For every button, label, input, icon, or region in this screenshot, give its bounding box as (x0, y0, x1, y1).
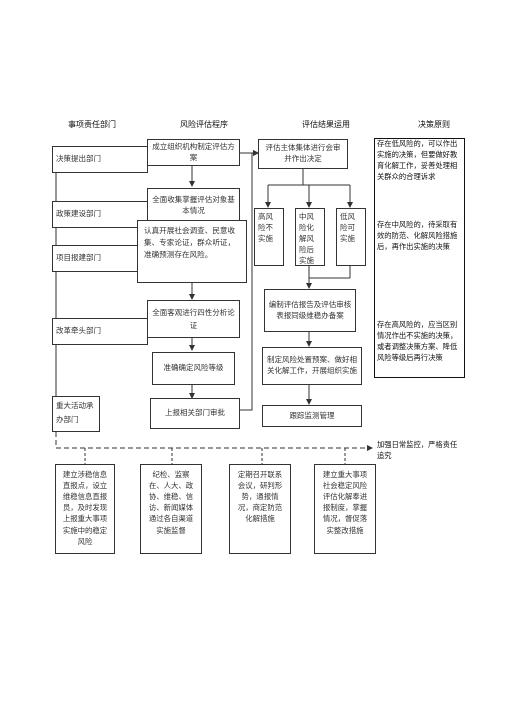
header-departments: 事项责任部门 (68, 120, 116, 129)
result-high-risk: 高风险不实施 (254, 208, 284, 266)
dept-major-event-organizer: 重大活动承办部门 (52, 396, 100, 432)
header-decision-principle: 决策原则 (418, 120, 450, 129)
process-step-survey-and-hearing: 认真开展社会调查、民意收集、专家论证，群众听证，准确预测存在风险。 (137, 220, 247, 283)
principle-frame (374, 138, 465, 378)
dept-decision-proposer: 决策提出部门 (52, 146, 148, 173)
bottom-joint-meetings: 定期召开联系会议，研判形势，通报情况，商定防范化解措施 (229, 464, 291, 554)
dept-project-permit: 项目报建部门 (52, 245, 148, 272)
result-compile-report: 编制评估报告及评估审核表报同级维稳办备案 (264, 289, 356, 332)
process-step-determine-risk-level: 准确确定风险等级 (152, 352, 235, 385)
principle-medium-risk: 存在中风险的，待采取有效的防范、化解风险措施后，再作出实施的决策 (377, 220, 458, 251)
supervision-note: 加强日常监控，严格责任追究 (377, 440, 458, 460)
result-collective-review: 评估主体集体进行会审并作出决定 (258, 139, 348, 169)
process-step-report-approval: 上报相关部门审批 (150, 398, 240, 429)
dept-policy-builder: 政策建设部门 (52, 201, 148, 228)
header-result-application: 评估结果运用 (302, 120, 350, 129)
principle-low-risk: 存在低风险的，可以作出实施的决策，但要做好教育化解工作，妥善处理相关群众的合理诉… (377, 139, 458, 181)
bottom-info-reporting: 建立涉稳信息直报点，设立维稳信息直报员，及时发现上报重大事项实施中的稳定风险 (55, 464, 115, 554)
bottom-follow-up-system: 建立重大事项社会稳定风险评估化解奉进报制度，掌握情况，督促落实整改措施 (314, 464, 376, 554)
dept-reform-lead: 改革牵头部门 (52, 318, 148, 345)
result-medium-risk: 中风险化解风险后实施 (295, 208, 325, 266)
header-risk-process: 风险评估程序 (180, 120, 228, 129)
result-tracking-monitoring: 跟踪监测管理 (262, 405, 362, 427)
process-step-four-analysis: 全面客观进行四性分析论证 (147, 300, 240, 338)
principle-high-risk: 存在高风险的，应当区别情况作出不实施的决策，或者调整决策方案、降低风险等级后再行… (377, 320, 458, 362)
process-step-setup-organization: 成立组织机构制定评估方案 (147, 139, 240, 166)
bottom-supervision-channels: 纪检、监察在、人大、政协、维稳、信访、新闻媒体通过各自渠道实施监督 (140, 464, 202, 554)
result-low-risk: 低风险可实施 (336, 208, 366, 266)
process-step-collect-info: 全面收集掌握评估对象基本情况 (147, 188, 240, 223)
result-implementation-plan: 制定风险处置预案、做好相关化解工作，开展组织实施 (262, 347, 362, 385)
